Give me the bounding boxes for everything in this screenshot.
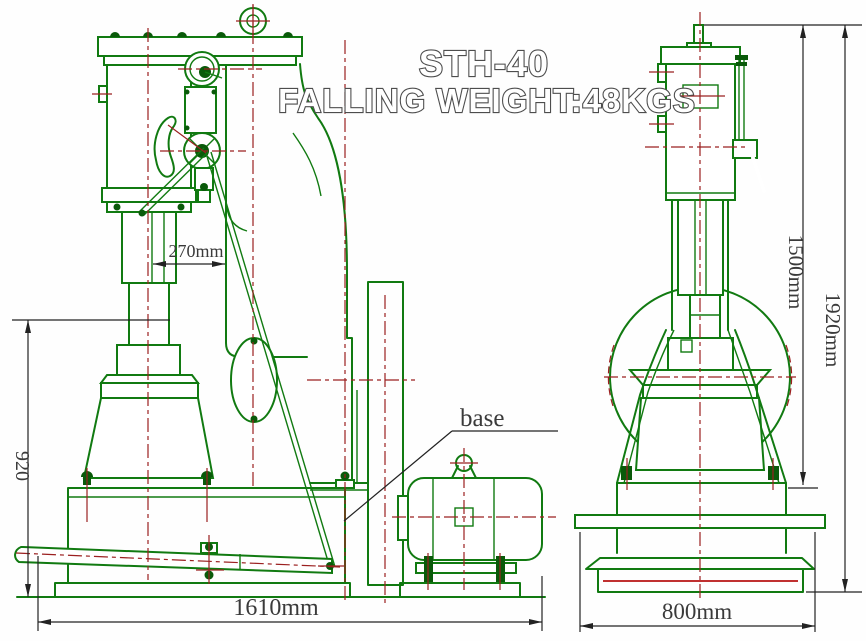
sv-control-rod [732,55,766,193]
flywheel-hidden-arc-l [607,344,615,410]
sv-ram [689,294,721,339]
dimensions: 270mm 920 1610mm 800mm [11,24,862,632]
sv-skirt-inner-l [623,329,675,484]
dim-1610-text: 1610mm [233,595,319,621]
motor-body [407,477,543,561]
motor-pedestal [399,582,521,598]
treadle-rod [205,151,336,569]
sow-block-top [99,374,200,384]
sv-skirt-outer-r [734,329,787,484]
link-pin [200,183,208,191]
flange-bolt-left [113,203,121,211]
flywheel-hidden-arc-r [785,344,793,410]
frame-throat-arc [226,206,248,232]
dimension-1920: 1920mm [806,25,862,593]
dimension-1500: 1500mm [784,25,818,489]
motor-eyebolt-base [451,465,477,479]
centerlines [15,4,796,605]
motor-shaft-box [397,495,409,541]
dim-1920-text: 1920mm [821,293,845,368]
dim-270-text: 270mm [168,241,223,261]
oval-bolt-top [250,337,258,345]
dim-800-text: 800mm [662,599,732,624]
oval-bolt-bottom [250,415,258,423]
sv-skirt-inner-r [727,329,780,484]
frame-neck-line [292,132,322,197]
dimension-1610: 1610mm [37,556,543,631]
frame-outer-edge [299,63,353,484]
valve-chest [184,86,217,134]
base-label-text: base [460,405,504,432]
flange-bolt-right [177,203,185,211]
ram-body [128,282,170,346]
sow-block [100,382,199,399]
model-title: STH-40 [419,43,549,84]
motor [397,454,543,583]
spoke-a [204,71,223,79]
dimension-270: 270mm [153,241,225,267]
sv-die-notch [680,339,693,353]
ram-guide [121,211,177,284]
sv-handle-block [732,139,758,159]
sv-lug1 [657,63,667,83]
cylinder-flange [101,187,197,203]
bolt-dot2 [184,125,190,131]
dimension-920: 920 [11,319,170,597]
bolt-dot3 [211,89,217,95]
link-rod-short [138,147,209,217]
dim-1500-text: 1500mm [784,235,808,310]
motor-foot-bar [415,562,517,574]
base-label: base [343,405,558,522]
hand-lever [153,115,177,178]
dim-920-text: 920 [11,451,33,481]
cap-bolts [110,32,293,37]
sv-skirt-outer-l [616,329,667,484]
cylinder [106,64,192,189]
front-view [14,7,546,598]
sv-stud [693,24,704,44]
link-block2 [197,189,211,203]
bolt-dot1 [184,89,190,95]
falling-weight-title: FALLING WEIGHT:48KGS [278,82,696,119]
dimension-800: 800mm [579,532,816,632]
